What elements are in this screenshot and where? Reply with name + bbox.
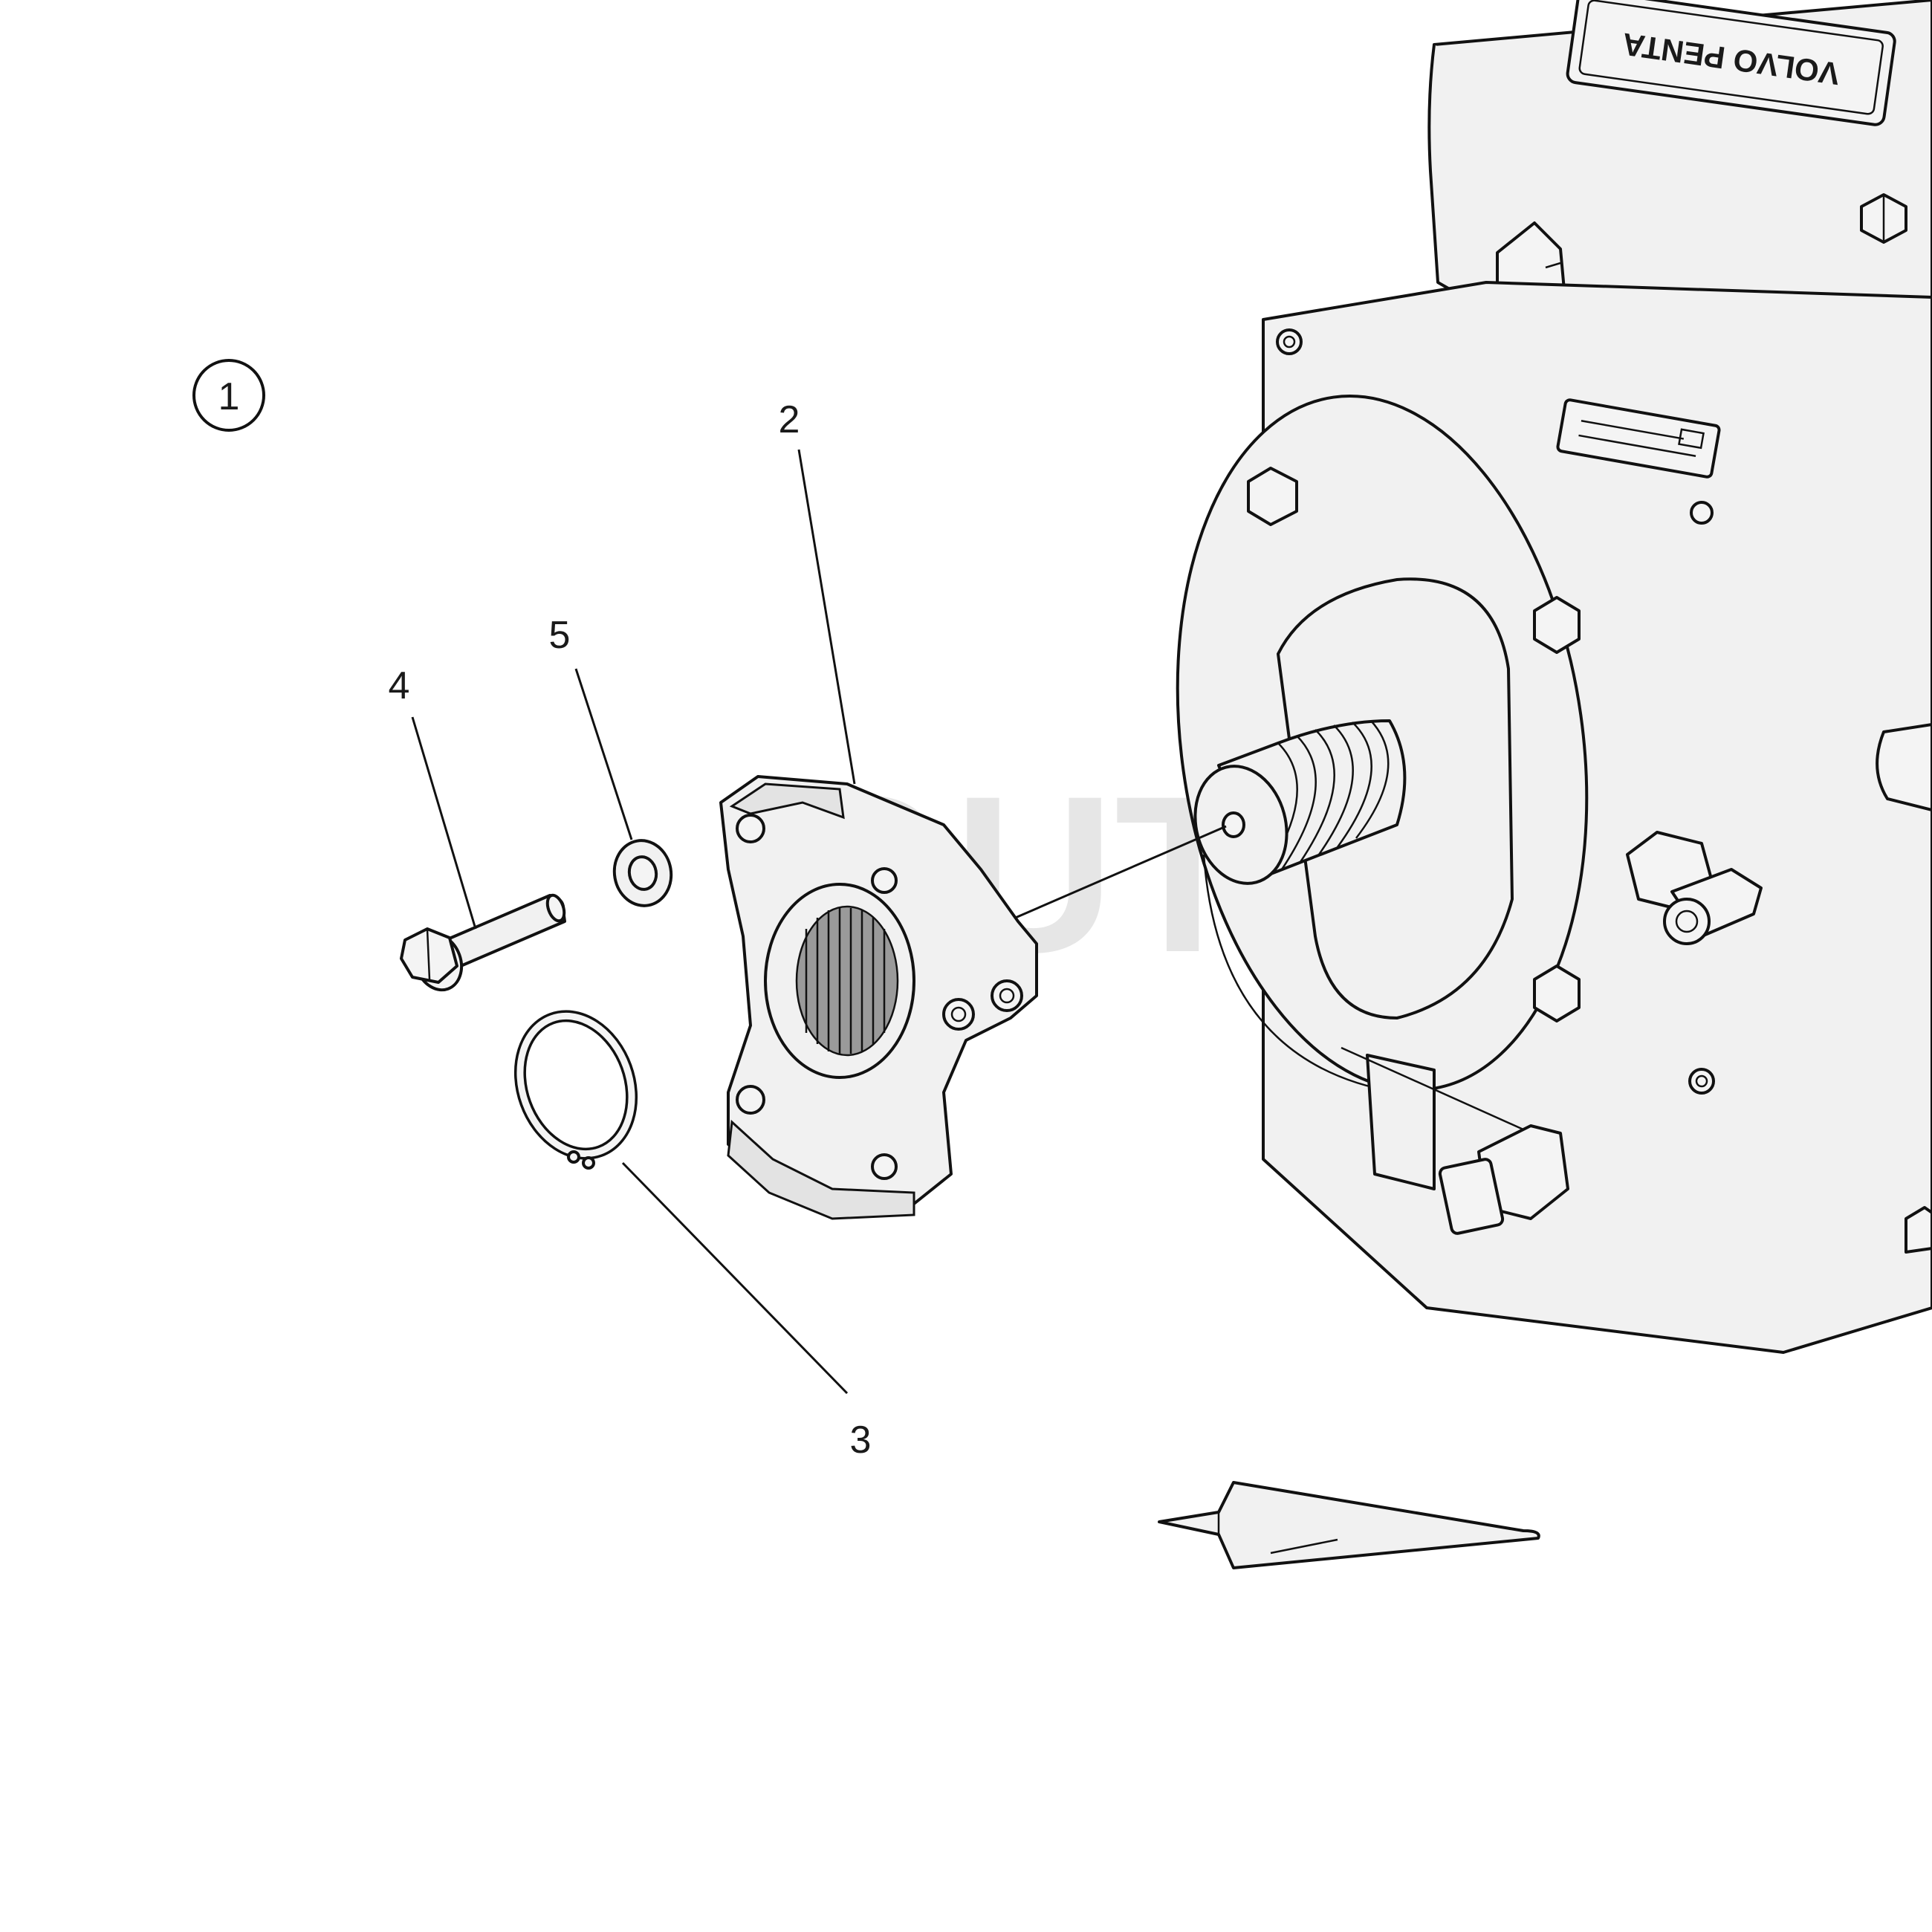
brand-nameplate: VOLVO PENTA (1566, 0, 1896, 126)
leader-part-3 (621, 1161, 849, 1395)
sealant-tube-icon (1158, 1481, 1540, 1569)
part-label-2: 2 (779, 398, 800, 441)
retaining-ring (513, 1010, 638, 1170)
part-label-4: 4 (389, 664, 410, 707)
output-shaft (1193, 719, 1407, 885)
view-callout-label: 1 (218, 375, 240, 418)
leader-part-2 (797, 449, 856, 785)
hydraulic-fitting (1626, 831, 1763, 945)
view-callout: 1 (192, 359, 265, 432)
cover-bolt-icon (1860, 193, 1907, 244)
leader-part-4 (411, 716, 477, 930)
data-plate (1556, 398, 1721, 479)
leader-lines (411, 449, 856, 1395)
end-cover-bolts (1247, 467, 1581, 1022)
flange-bolt-holes (1276, 328, 1715, 1095)
leader-part-5 (574, 668, 633, 840)
washer (612, 839, 673, 907)
part-label-5: 5 (549, 614, 571, 657)
part-label-3: 3 (850, 1419, 872, 1462)
hex-bolt (400, 893, 566, 992)
assembly-axis-line (1006, 825, 1227, 923)
gearbox-housing: VOLVO PENTA (1176, 0, 1932, 1354)
sensor-connector (1341, 1046, 1569, 1235)
flange-yoke (719, 775, 1038, 1220)
